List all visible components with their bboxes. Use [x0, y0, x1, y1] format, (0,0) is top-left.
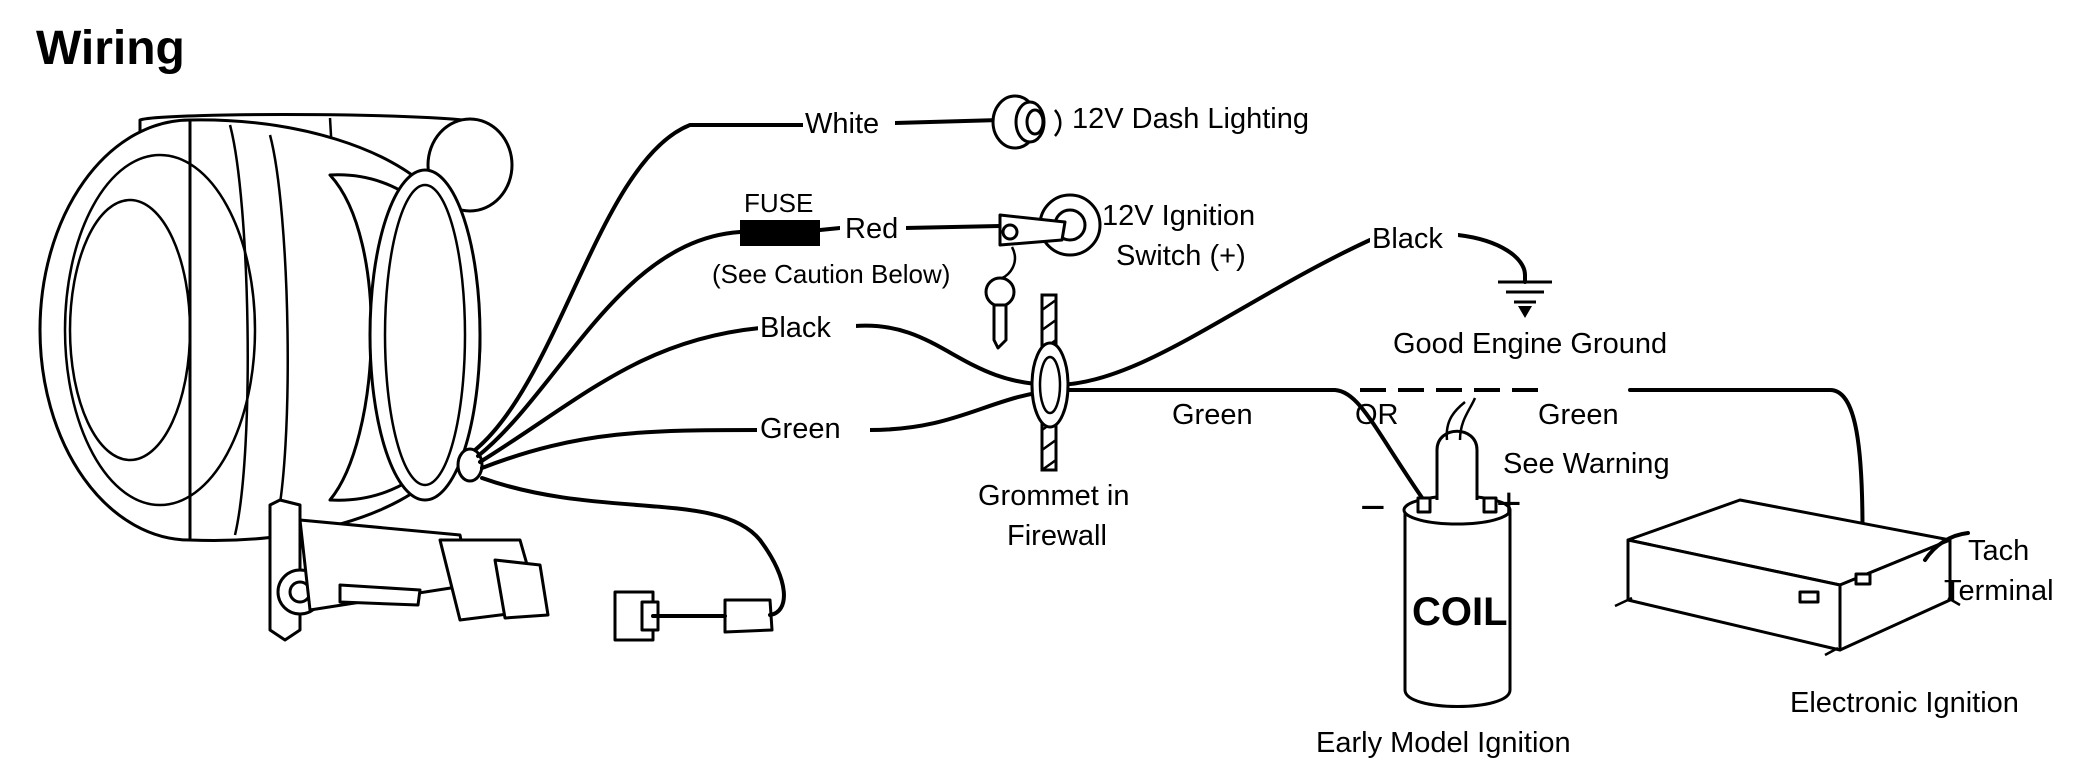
or-label: OR [1355, 399, 1399, 431]
ignition-switch-icon [984, 193, 1102, 350]
fuse-component: FUSE (See Caution Below) [712, 188, 950, 289]
black-wire [478, 326, 762, 464]
fuse-body [740, 220, 820, 246]
dash-lighting-bulb-icon [991, 94, 1062, 150]
ignition-switch-label-line1: 12V Ignition [1102, 200, 1255, 232]
fuse-label: FUSE [744, 188, 813, 218]
diagram-title: Wiring [36, 22, 185, 75]
ignition-coil: COIL − + Early Model Ignition [1316, 397, 1571, 759]
green-right-wire-label-2: Green [1538, 399, 1619, 431]
ignition-switch-label-line2: Switch (+) [1116, 240, 1246, 272]
gauge-illustration [38, 113, 774, 642]
early-model-ignition-label: Early Model Ignition [1316, 727, 1571, 759]
coil-minus-sign: − [1360, 483, 1386, 532]
green-wire-to-coil [868, 388, 1427, 504]
green-right-wire-label-1: Green [1172, 399, 1253, 431]
red-wire-label: Red [845, 213, 898, 245]
black-wire-label: Black [760, 312, 831, 344]
grommet-label-line1: Grommet in [978, 480, 1129, 512]
grommet-firewall: Grommet in Firewall [978, 293, 1129, 552]
coil-label: COIL [1412, 590, 1508, 634]
ground-symbol-icon [1498, 273, 1552, 318]
grommet-label-line2: Firewall [1007, 520, 1107, 552]
black-ground-wire-label: Black [1372, 223, 1443, 255]
green-wire-label: Green [760, 413, 841, 445]
dash-lighting-label: 12V Dash Lighting [1072, 103, 1309, 135]
red-wire [476, 230, 742, 458]
green-wire [480, 428, 762, 470]
electronic-ignition-label: Electronic Ignition [1790, 687, 2019, 719]
coil-plus-sign: + [1496, 479, 1522, 528]
fuse-caution-text: (See Caution Below) [712, 259, 950, 289]
electronic-ignition-box: Electronic Ignition Tach Terminal [1614, 498, 2054, 719]
good-engine-ground-label: Good Engine Ground [1393, 328, 1667, 360]
white-wire [473, 123, 807, 452]
white-wire-label: White [805, 108, 879, 140]
tach-terminal-label-line1: Tach [1968, 535, 2029, 567]
tach-terminal-label-line2: Terminal [1944, 575, 2054, 607]
wire-labels: White Red Black Green Black Green Green … [757, 104, 1619, 446]
see-warning-label: See Warning [1503, 448, 1670, 480]
